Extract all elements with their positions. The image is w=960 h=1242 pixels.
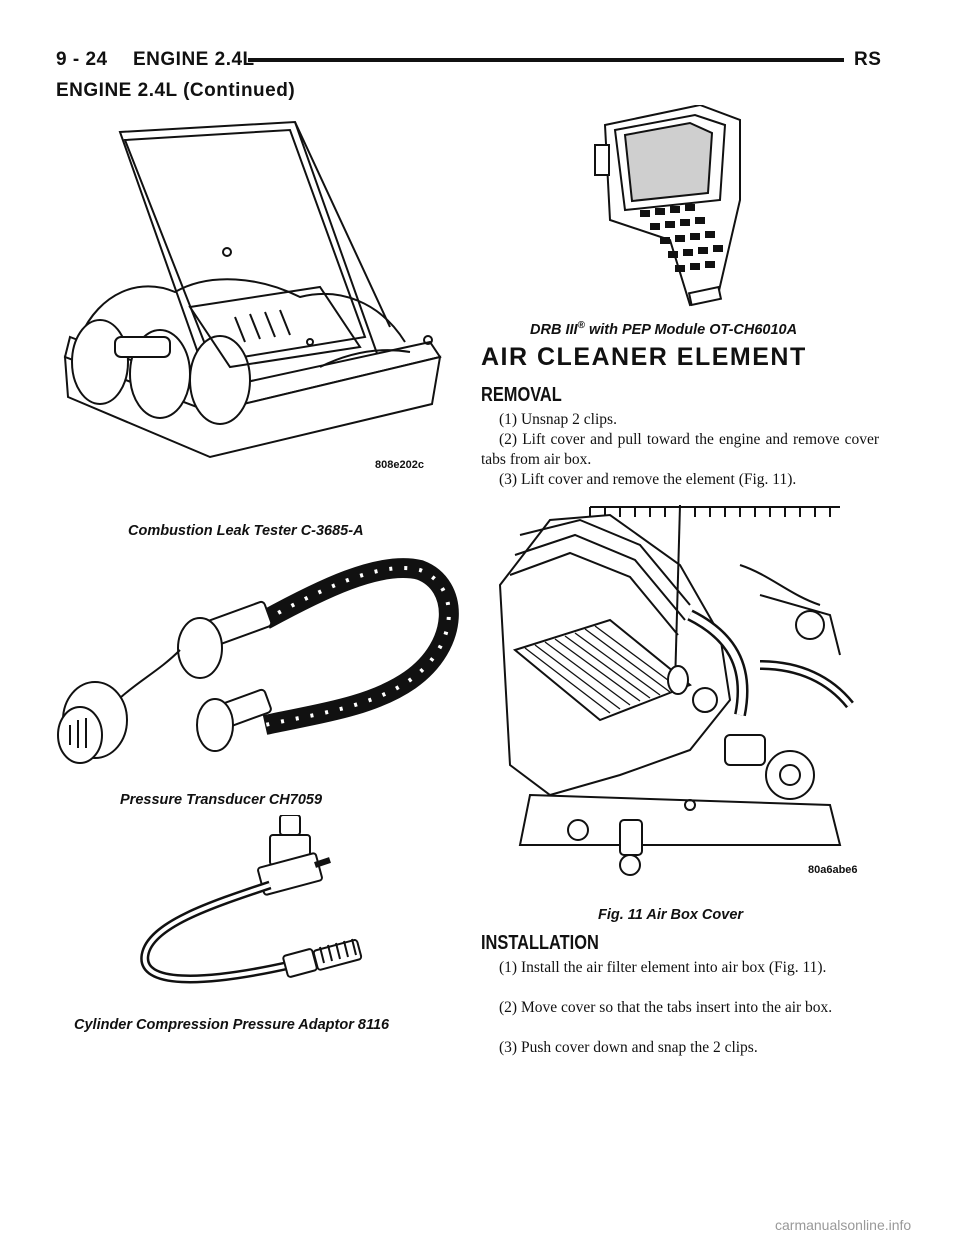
transducer-caption: Pressure Transducer CH7059	[120, 792, 323, 808]
watermark-link[interactable]: carmanualsonline.info	[775, 1217, 912, 1233]
installation-step-3: (3) Push cover down and snap the 2 clips…	[499, 1039, 758, 1056]
leak-tester-caption: Combustion Leak Tester C-3685-A	[128, 523, 364, 539]
continued-title: ENGINE 2.4L (Continued)	[56, 80, 296, 101]
adaptor-illustration	[140, 815, 363, 984]
leak-tester-code: 808e202c	[375, 459, 424, 471]
removal-step-1: (1) Unsnap 2 clips.	[499, 411, 617, 428]
removal-step-2: (2) Lift cover and pull toward the engin…	[481, 431, 879, 468]
air-box-caption: Fig. 11 Air Box Cover	[598, 907, 744, 923]
air-box-code: 80a6abe6	[808, 864, 858, 876]
registered-mark: ®	[577, 320, 585, 331]
installation-step-1: (1) Install the air filter element into …	[499, 959, 827, 976]
header-rule	[248, 58, 844, 62]
removal-heading: REMOVAL	[481, 384, 562, 406]
installation-heading: INSTALLATION	[481, 932, 599, 954]
drb-caption-a: DRB III	[530, 321, 578, 338]
adaptor-caption: Cylinder Compression Pressure Adaptor 81…	[74, 1017, 390, 1033]
section-title: AIR CLEANER ELEMENT	[481, 343, 807, 371]
drb-caption-b: with PEP Module OT-CH6010A	[588, 321, 798, 338]
drb-caption: DRB III® with PEP Module OT-CH6010A	[530, 320, 797, 338]
drb-illustration	[594, 105, 741, 307]
air-box-illustration: 80a6abe6	[498, 505, 858, 876]
removal-step-3: (3) Lift cover and remove the element (F…	[499, 471, 797, 488]
installation-step-2: (2) Move cover so that the tabs insert i…	[499, 999, 833, 1016]
model-code: RS	[854, 49, 882, 70]
section-name: ENGINE 2.4L	[133, 49, 255, 70]
leak-tester-illustration: 808e202c	[63, 120, 442, 471]
transducer-illustration	[57, 558, 459, 764]
page-number: 9 - 24	[56, 49, 108, 70]
